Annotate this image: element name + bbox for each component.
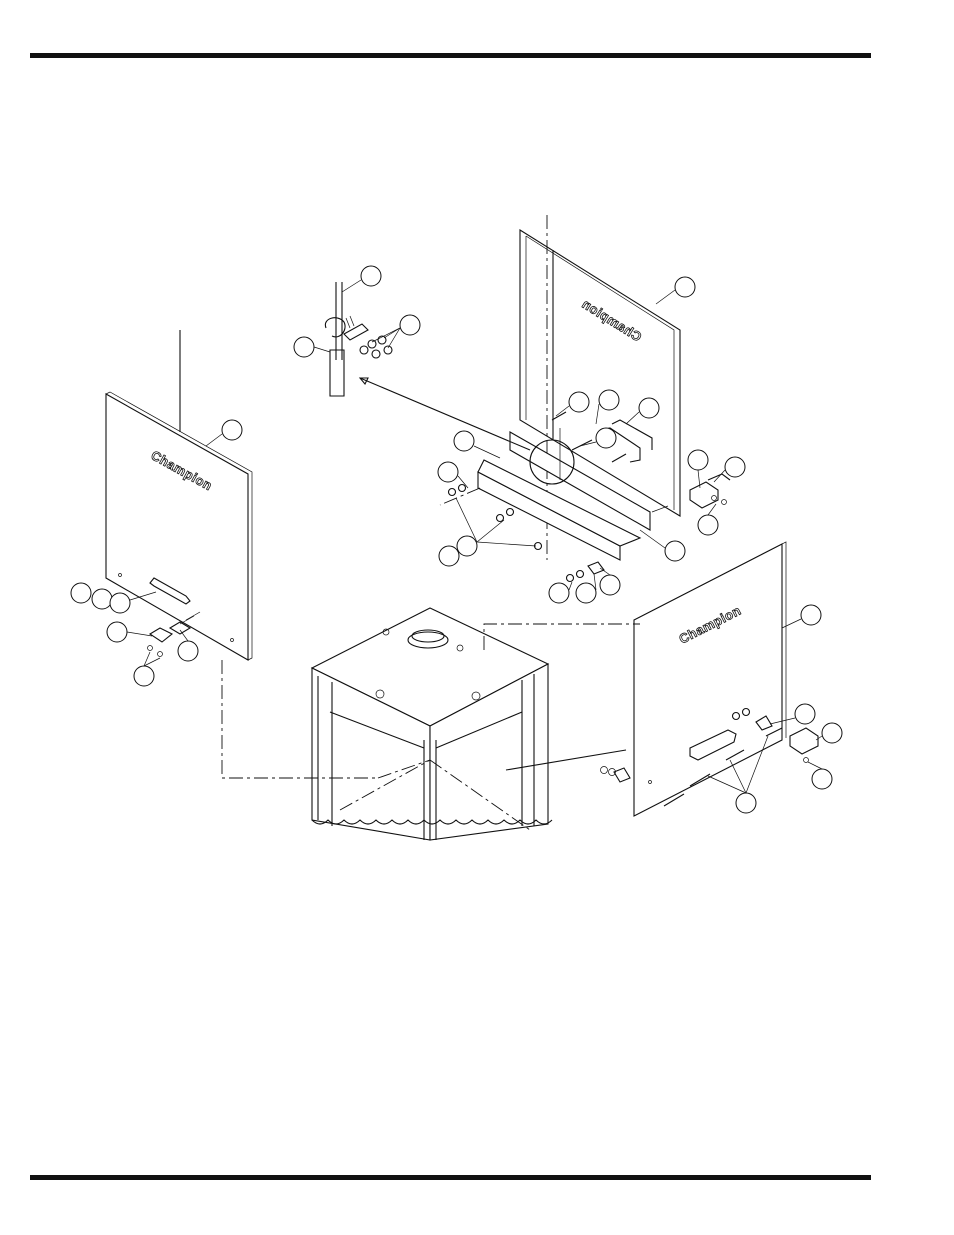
- callout-bubble: [400, 315, 420, 335]
- callout-bubble: [361, 266, 381, 286]
- callout-bubble: [688, 450, 708, 470]
- callout-bubble: [795, 704, 815, 724]
- callout-bubble: [457, 536, 477, 556]
- callout-bubble: [639, 398, 659, 418]
- callout-bubble: [801, 605, 821, 625]
- callout-bubble: [569, 392, 589, 412]
- callout-bubble: [71, 583, 91, 603]
- cable-hook-detail: [325, 282, 392, 396]
- callout-bubble: [675, 277, 695, 297]
- callout-bubble: [576, 583, 596, 603]
- callout-bubble: [822, 723, 842, 743]
- callout-bubble: [549, 583, 569, 603]
- callout-bubble: [454, 431, 474, 451]
- callout-bubble: [294, 337, 314, 357]
- callout-bubble: [222, 420, 242, 440]
- callout-bubble: [178, 641, 198, 661]
- callout-bubble: [439, 546, 459, 566]
- callout-bubble: [736, 793, 756, 813]
- callout-bubble: [665, 541, 685, 561]
- callout-bubble: [812, 769, 832, 789]
- left-side-panel: Champion: [106, 330, 252, 660]
- callout-bubble: [438, 462, 458, 482]
- callout-bubble: [107, 622, 127, 642]
- callout-bubble: [599, 390, 619, 410]
- callout-bubble: [596, 428, 616, 448]
- callout-bubble: [110, 593, 130, 613]
- callout-bubble: [92, 589, 112, 609]
- callout-bubble: [134, 666, 154, 686]
- callout-bubble: [725, 457, 745, 477]
- right-side-panel: Champion: [601, 542, 819, 816]
- callout-bubble: [698, 515, 718, 535]
- callout-bubble: [600, 575, 620, 595]
